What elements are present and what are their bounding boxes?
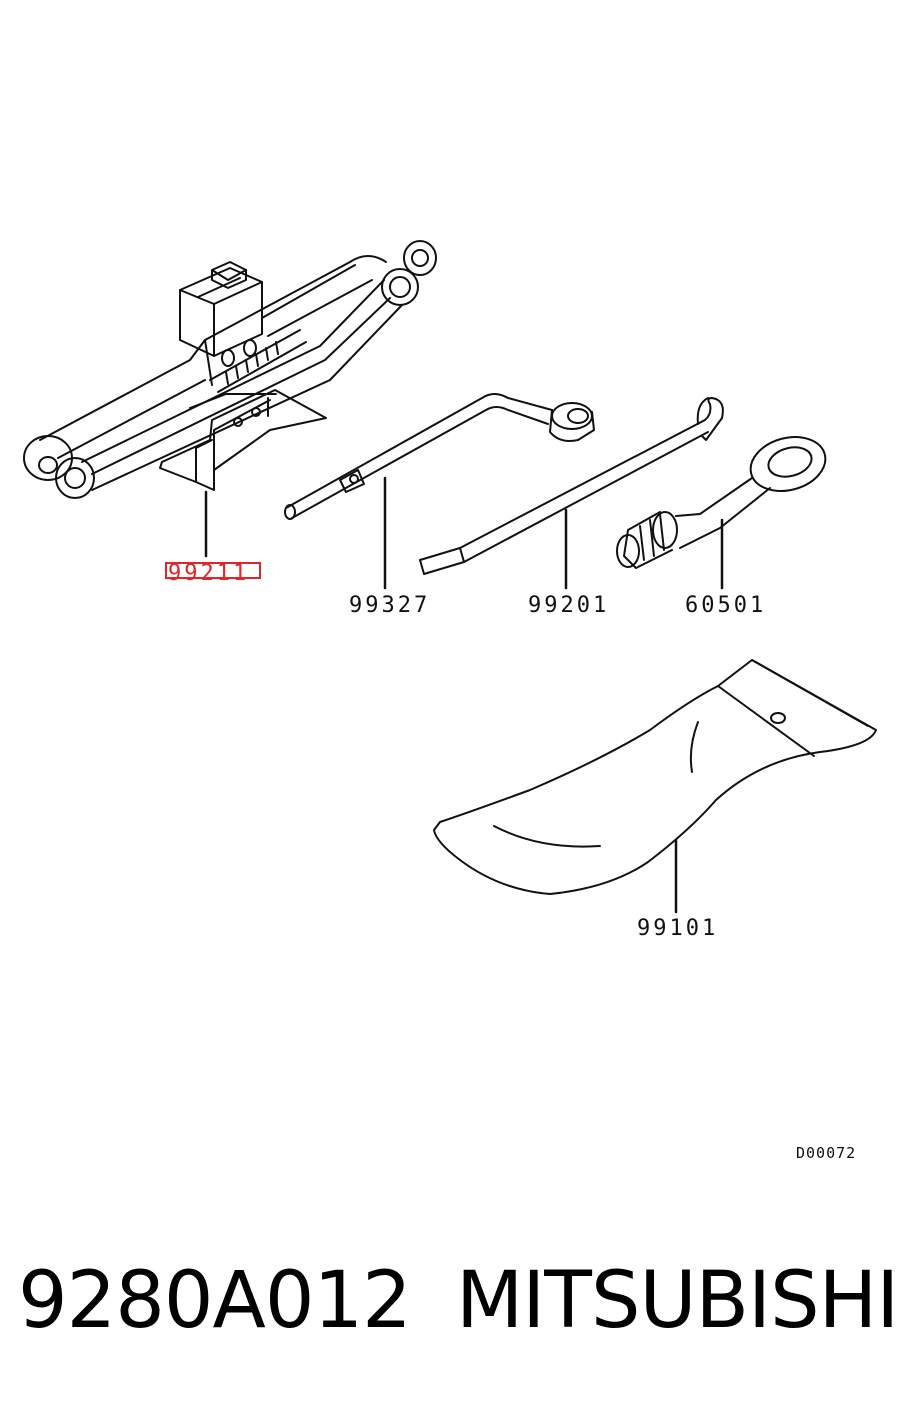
footer-brand: MITSUBISHI	[456, 1256, 899, 1346]
tow-hook-drawing	[616, 436, 827, 590]
jack-handle-drawing	[284, 393, 595, 590]
selected-part-highlight	[165, 562, 261, 579]
diagram-code: D00072	[796, 1144, 857, 1162]
scissor-jack-drawing	[23, 240, 437, 558]
part-label-99327[interactable]: 99327	[349, 593, 431, 618]
tool-bag-drawing	[433, 659, 877, 914]
part-label-99201[interactable]: 99201	[528, 593, 610, 618]
part-label-99101[interactable]: 99101	[637, 916, 719, 941]
part-label-99211[interactable]: 99211	[168, 561, 250, 586]
part-label-60501[interactable]: 60501	[685, 593, 767, 618]
footer-part-number: 9280A012	[18, 1256, 412, 1346]
jack-bar-drawing	[419, 397, 724, 590]
